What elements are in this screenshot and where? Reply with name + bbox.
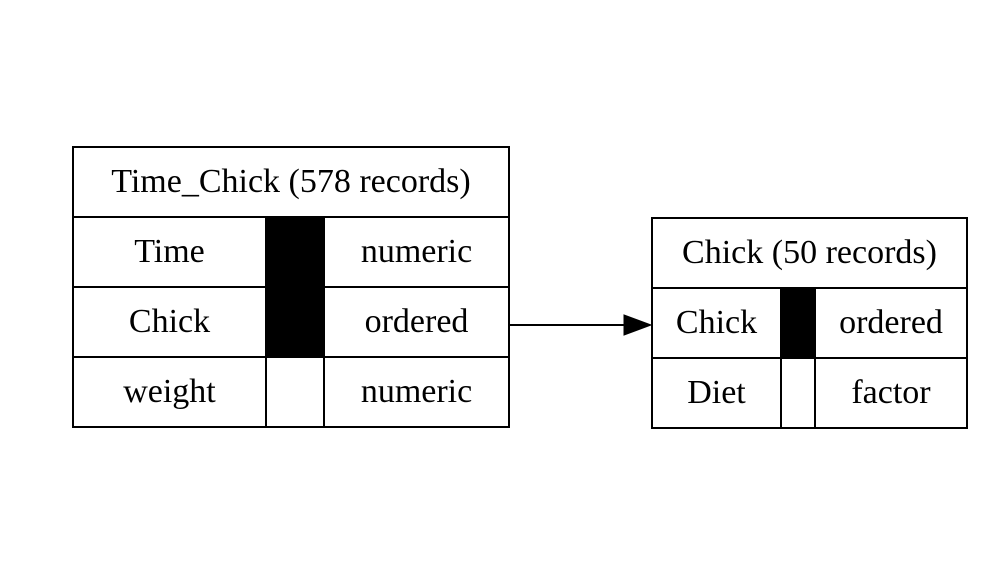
column-name: Chick: [72, 286, 267, 358]
column-type: numeric: [322, 216, 511, 288]
key-indicator: [780, 287, 816, 359]
table-row: weight numeric: [72, 356, 511, 428]
table-row: Chick ordered: [651, 287, 968, 359]
key-indicator: [265, 286, 325, 358]
column-type: numeric: [322, 356, 511, 428]
column-name: Chick: [651, 287, 782, 359]
table-time-chick: Time_Chick (578 records) Time numeric Ch…: [71, 146, 511, 428]
arrowhead-icon: [623, 314, 653, 336]
table-title: Time_Chick (578 records): [71, 146, 511, 218]
column-name: weight: [72, 356, 267, 428]
relation-edge: [510, 314, 653, 336]
key-indicator: [265, 216, 325, 288]
table-row: Diet factor: [651, 357, 968, 429]
table-chick: Chick (50 records) Chick ordered Diet fa…: [651, 217, 968, 429]
column-type: ordered: [814, 287, 968, 359]
table-row: Chick ordered: [72, 286, 511, 358]
table-title: Chick (50 records): [651, 217, 968, 289]
table-row: Time numeric: [72, 216, 511, 288]
key-indicator: [780, 357, 816, 429]
column-type: factor: [814, 357, 968, 429]
key-indicator: [265, 356, 325, 428]
column-name: Time: [72, 216, 267, 288]
column-name: Diet: [651, 357, 782, 429]
column-type: ordered: [322, 286, 511, 358]
